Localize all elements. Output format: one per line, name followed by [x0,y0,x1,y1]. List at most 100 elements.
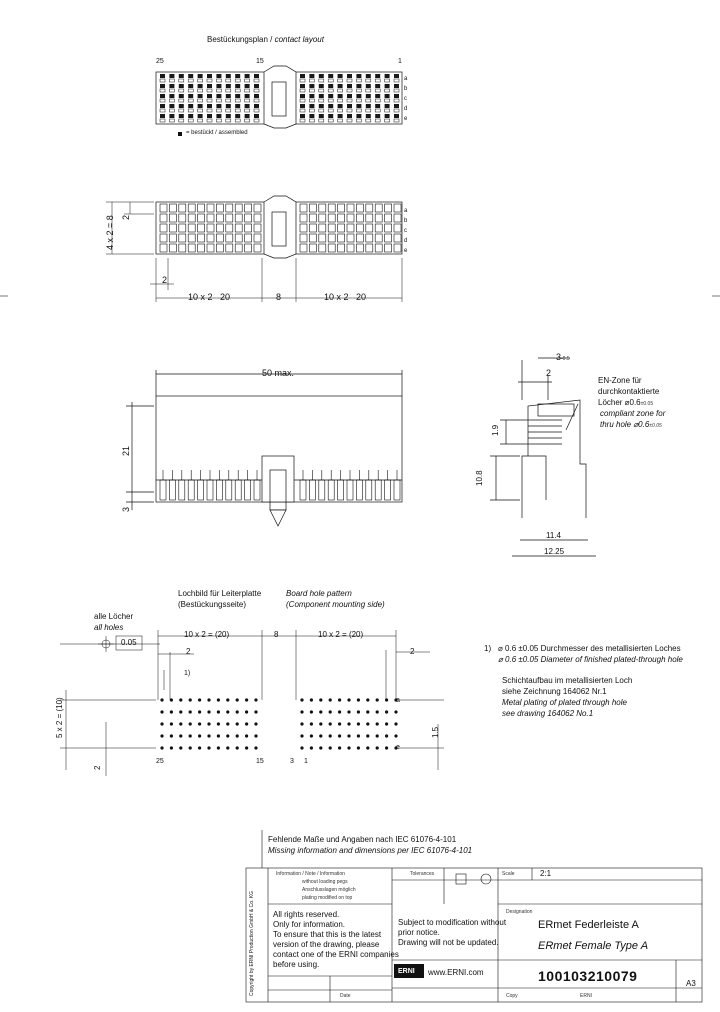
subject-1: Subject to modification without [398,918,507,927]
contact-pin [328,94,334,98]
side-dim-2: 2 [546,368,552,378]
grid-cell [384,233,392,243]
front-contact [365,479,373,501]
contact-pin [254,84,259,88]
board-hole [216,722,220,726]
board-hole [235,698,239,702]
contact-slot [197,108,203,113]
grid-cell [178,213,187,223]
grid-cell [374,233,383,243]
contact-slot [206,118,213,123]
contact-slot [309,118,315,123]
grid-cell [216,203,224,213]
en-zone-3: Löcher ⌀0.6±0.05 [598,398,654,407]
contact-pin [394,94,399,98]
contact-pin [188,94,194,98]
hp-col-25: 25 [156,758,164,765]
info-line-2: without loading pegs [302,879,348,885]
board-hole [226,698,230,702]
contact-pin [309,114,315,118]
front-contact [318,479,326,501]
contact-pin [347,104,352,108]
hole-pattern-title-de: Lochbild für Leiterplatte [178,589,262,598]
layout-col-1: 1 [398,58,402,65]
row-label: b [404,86,408,92]
subject-3: Drawing will not be updated. [398,938,499,947]
side-dim-12-25: 12.25 [544,547,565,556]
grid-cell [169,233,177,243]
hp-row-a: a [396,697,400,704]
contact-slot [384,88,390,93]
contact-slot [206,108,213,113]
front-contact [244,479,251,501]
contact-pin [160,104,165,108]
grid-cell [159,203,168,213]
board-hole [179,722,183,726]
board-hole [319,746,323,750]
note1-de: ⌀ 0.6 ±0.05 Durchmesser des metallisiert… [498,644,681,653]
board-hole [366,722,370,726]
row-label: e [404,248,408,254]
grid-cell [244,243,252,253]
contact-pin [188,104,194,108]
dim-3: 3 [121,506,131,512]
contact-slot [216,98,222,103]
grid-cell [206,223,215,233]
contact-slot [225,108,232,113]
grid-cell [374,243,383,253]
dim-4x2: 4 x 2 = 8 [105,215,115,250]
contact-slot [374,88,381,93]
contact-pin [197,74,203,78]
board-hole [188,698,192,702]
board-hole [328,746,332,750]
board-hole [235,710,239,714]
board-hole [300,746,304,750]
grid-cell [327,203,336,213]
grid-cell [159,243,168,253]
contact-pin [300,114,305,118]
grid-cell [365,203,374,213]
hp-2-bottom: 2 [93,765,102,770]
pin-grid-view [155,195,403,259]
layout-title: Bestückungsplan / contact layout [207,35,324,44]
row-label: a [404,208,408,214]
contact-pin [188,74,194,78]
contact-pin [365,104,371,108]
board-hole [366,710,370,714]
dim-20-left: 20 [220,292,231,302]
grid-cell [225,233,234,243]
grid-cell [206,243,215,253]
grid-cell [309,213,317,223]
board-hole [300,734,304,738]
board-hole [254,746,258,750]
contact-pin [197,94,203,98]
row-label: c [404,228,407,234]
contact-slot [384,118,390,123]
contact-pin [347,84,352,88]
contact-slot [318,108,325,113]
contact-slot [346,88,353,93]
board-hole [385,710,389,714]
scale-label: Scale [502,871,515,877]
contact-pin [356,94,362,98]
contact-slot [299,98,306,103]
front-contact [346,479,354,501]
grid-cell [384,223,392,233]
front-contact [187,479,195,501]
contact-pin [309,74,315,78]
grid-cell [374,223,383,233]
grid-cell [159,233,168,243]
grid-cell [253,243,262,253]
contact-pin [365,94,371,98]
contact-slot [356,88,362,93]
contact-slot [253,78,260,83]
dim-10x2-right: 10 x 2 [324,292,349,302]
en-zone-1: EN-Zone für [598,376,642,385]
contact-pin [318,84,324,88]
front-contact [393,479,401,501]
contact-slot [187,88,194,93]
contact-slot [178,98,185,103]
contact-slot [365,88,372,93]
contact-slot [384,78,390,83]
